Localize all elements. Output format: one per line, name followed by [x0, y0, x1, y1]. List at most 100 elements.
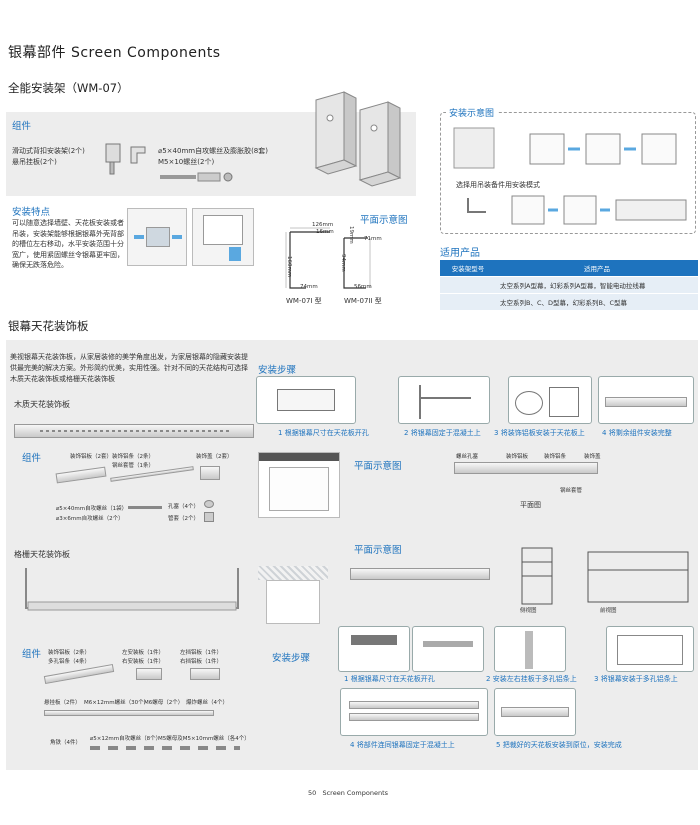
- wood-title: 木质天花装饰板: [14, 400, 70, 409]
- step-number: 1: [278, 429, 283, 437]
- apps-head-products: 适用产品: [496, 260, 698, 277]
- apps-table-header: 安装架型号 适用产品: [440, 260, 698, 277]
- grille-comp-title: 组件: [22, 649, 42, 660]
- wood-step-2: 2 将银幕固定于混凝土上: [404, 428, 481, 438]
- wood-panel-vents: [40, 430, 230, 432]
- wood-part-2: 装饰铝条（2条）: [112, 454, 154, 460]
- install-note: 选择用吊装备件用安装模式: [456, 181, 540, 189]
- step-number: 4: [602, 429, 607, 437]
- wood-part-cap-image: [200, 466, 220, 480]
- step-number: 5: [496, 741, 501, 749]
- wood-plan-title: 平面示意图: [354, 461, 402, 472]
- wood-step-1: 1 根据银幕尺寸在天花板开孔: [278, 428, 369, 438]
- table-row: 太空系列B、C、D型幕，幻彩系列B、C型幕: [440, 293, 698, 310]
- step-text: 根据银幕尺寸在天花板开孔: [284, 429, 369, 437]
- wood-part-6: ⌀3×6mm自攻螺丝（2个）: [56, 516, 124, 522]
- grille-ceiling-photo: [266, 580, 320, 624]
- grille-part-8: M6×12mm螺丝（30个）: [84, 700, 150, 706]
- step-text: 将银幕安装于多孔铝条上: [600, 675, 678, 683]
- hanger-plate-icon: [105, 143, 121, 175]
- grille-hardware-image: [44, 710, 214, 716]
- wm07-plan-drawings: [285, 227, 371, 289]
- wood-plan-label-6: 平面图: [520, 501, 541, 509]
- wood-plan-label-5: 钢丝套管: [560, 488, 583, 494]
- grille-plan-drawing: [350, 568, 490, 580]
- grille-step-5: 5 把裁好的天花板安装到原位，安装完成: [496, 740, 622, 750]
- grille-step-4-image: [340, 688, 488, 736]
- dim-71: 71mm: [364, 236, 382, 242]
- ceiling-intro: 美视银幕天花装饰板，从家居装修的美学角度出发，为家居银幕的隐藏安装提供最完美的解…: [10, 353, 248, 383]
- grille-step-1-image: [338, 626, 410, 672]
- grille-step-3-image: [494, 626, 566, 672]
- wood-plan-label-3: 装饰铝条: [544, 454, 567, 460]
- grille-step-3: 3 将银幕安装于多孔铝条上: [594, 674, 678, 684]
- wood-plan-drawing: [454, 462, 598, 474]
- wood-plan-label-4: 装饰盖: [584, 454, 601, 460]
- wood-step-4: 4 将剩余组件安装完整: [602, 428, 672, 438]
- components-title: 组件: [12, 121, 32, 132]
- grille-part-10: 爆炸螺丝（4个）: [186, 700, 228, 706]
- install-title: 安装示意图: [446, 106, 498, 119]
- install-steps-row1: [453, 127, 677, 169]
- dim-56: 56mm: [354, 284, 372, 290]
- screw-set-icon: [160, 172, 233, 182]
- wm07-bracket-illustration: [314, 91, 402, 187]
- wood-step-1-image: [256, 376, 356, 424]
- page-number: 50: [308, 789, 317, 797]
- install-steps-row2: [467, 195, 687, 225]
- grille-part-5: 左挡铝板（1件）: [180, 650, 222, 656]
- page-title: 银幕部件 Screen Components: [8, 45, 221, 61]
- section-title-mount: 全能安装架（WM-07）: [8, 81, 129, 95]
- step-text: 将部件连同银幕固定于混凝土上: [356, 741, 455, 749]
- grille-step-3b-image: [606, 626, 694, 672]
- grille-ceiling-photo-top: [258, 566, 328, 580]
- dim-19: 19mm: [348, 226, 354, 244]
- table-row: 太空系列A型幕，幻彩系列A型幕，智能电动拉线幕: [440, 276, 698, 294]
- grille-screws-image: [90, 746, 240, 750]
- wood-ceiling-photo: [258, 452, 340, 518]
- plan-title-mount: 平面示意图: [360, 215, 408, 226]
- step-number: 3: [494, 429, 499, 437]
- grille-part-12: ⌀5×12mm自攻螺丝（8个）: [90, 736, 162, 742]
- wood-step-4-image: [598, 376, 694, 424]
- grille-part-3: 左安装板（1件）: [122, 650, 164, 656]
- wood-comp-title: 组件: [22, 453, 42, 464]
- grille-plan-title: 平面示意图: [354, 545, 402, 556]
- apps-product-cell: 太空系列B、C、D型幕，幻彩系列B、C型幕: [496, 293, 698, 310]
- footer-label: Screen Components: [322, 789, 389, 797]
- comp-right-1: ⌀5×40mm自攻螺丝及膨胀胶(8套): [158, 147, 268, 155]
- grille-part-2: 多孔铝条（4条）: [48, 659, 90, 665]
- dim-16: 16mm: [316, 229, 334, 235]
- wood-part-1: 装饰铝板（2套）: [70, 454, 112, 460]
- grille-step-2-image: [412, 626, 484, 672]
- step-text: 将剩余组件安装完整: [608, 429, 672, 437]
- step-text: 将装饰铝板安装于天花板上: [500, 429, 585, 437]
- grille-step-2: 2 安装左右挂板于多孔铝条上: [486, 674, 577, 684]
- wood-step-3: 3 将装饰铝板安装于天花板上: [494, 428, 585, 438]
- model-wm07-i: WM-07I 型: [286, 297, 322, 305]
- features-title: 安装特点: [12, 207, 51, 218]
- step-number: 1: [344, 675, 349, 683]
- step-text: 安装左右挂板于多孔铝条上: [492, 675, 577, 683]
- apps-product-cell: 太空系列A型幕，幻彩系列A型幕，智能电动拉线幕: [496, 276, 698, 294]
- screw-icon: [128, 506, 162, 509]
- grille-step-1: 1 根据银幕尺寸在天花板开孔: [344, 674, 435, 684]
- plug-icon: [204, 500, 214, 508]
- apps-table: 安装架型号 适用产品 太空系列A型幕，幻彩系列A型幕，智能电动拉线幕 太空系列B…: [440, 260, 698, 310]
- grille-part-1: 装饰铝板（2条）: [48, 650, 90, 656]
- wood-plan-label-2: 装饰铝板: [506, 454, 529, 460]
- wood-steps-title: 安装步骤: [258, 365, 297, 376]
- wood-part-7: 孔塞（4个）: [168, 504, 199, 510]
- comp-right-2: M5×10螺丝(2个): [158, 158, 215, 166]
- apps-model-cell: [440, 293, 496, 310]
- dim-94: 94mm: [340, 254, 346, 272]
- grille-part-plate-image: [136, 668, 162, 680]
- page-footer: 50 Screen Components: [308, 789, 388, 797]
- wood-step-2-image: [398, 376, 490, 424]
- wall-mount-photo: [127, 208, 187, 266]
- wood-part-5: ⌀5×40mm自攻螺丝（1袋）: [56, 506, 128, 512]
- wood-part-4: 装饰盖（2套）: [196, 454, 233, 460]
- grille-part-6: 右挡铝板（1件）: [180, 659, 222, 665]
- grille-part-7: 悬挂板（2件）: [44, 700, 81, 706]
- dim-160: 160mm: [286, 256, 292, 278]
